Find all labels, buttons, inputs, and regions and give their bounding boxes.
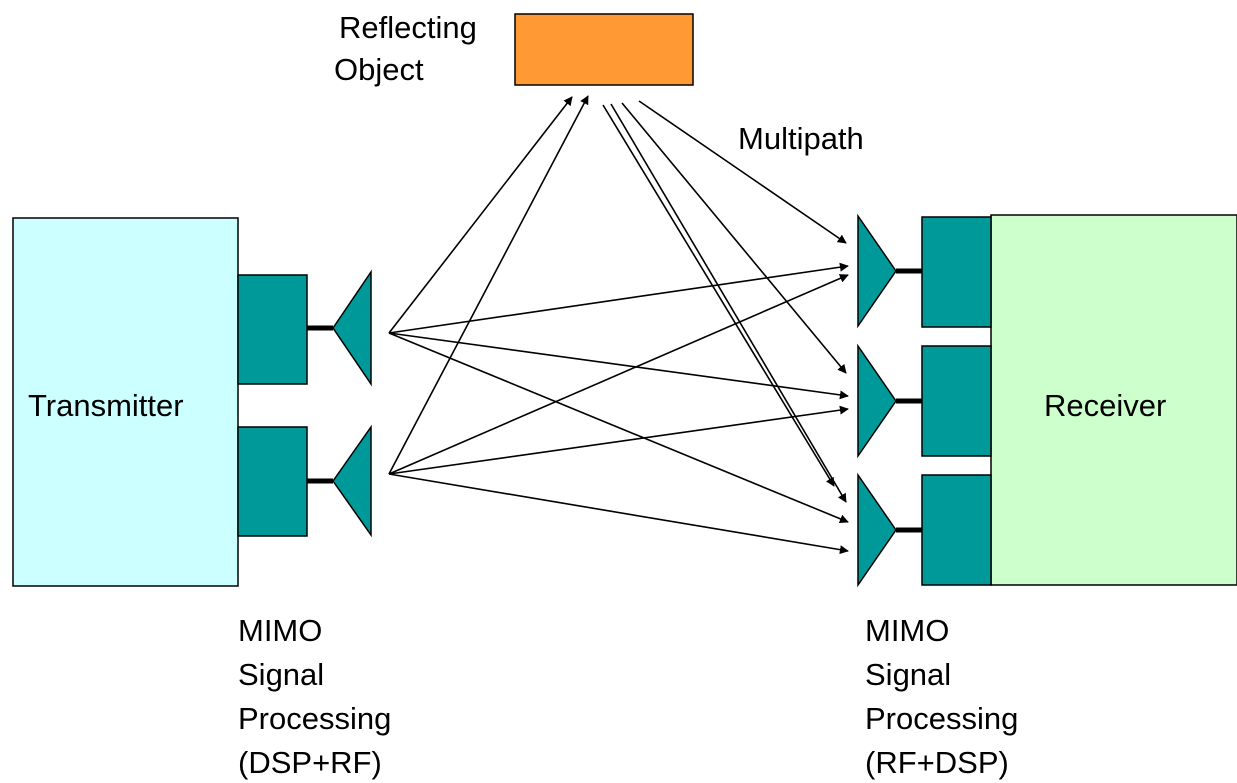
receiver-label: Receiver (1044, 388, 1166, 423)
path-tx1-rx2 (388, 332, 849, 400)
rx-antenna-1 (857, 213, 897, 329)
path-tx2-reflector (388, 95, 589, 475)
tx-rf-block-2 (237, 426, 308, 537)
rx-caption-line3: Processing (865, 701, 1018, 736)
rx-rf-block-2 (921, 345, 992, 457)
path-tx2-rx2 (388, 405, 849, 475)
path-tx1-reflector (388, 96, 573, 334)
rx-antenna-3 (857, 472, 897, 588)
transmitter-block (12, 217, 239, 587)
rx-caption-line2: Signal (865, 657, 951, 692)
rx-antenna-2 (857, 343, 897, 459)
tx-caption-line2: Signal (238, 657, 324, 692)
reflecting-object-box (514, 13, 694, 86)
multipath-to-rx3b (602, 104, 835, 487)
reflector-label-line1: Reflecting (339, 10, 477, 45)
transmitter-caption: MIMO Signal Processing (DSP+RF) (238, 613, 391, 780)
receiver-block (990, 214, 1237, 586)
tx-rf-block-1 (237, 274, 308, 385)
rx-rf-block-1 (921, 216, 992, 328)
path-tx1-rx1 (388, 262, 849, 334)
reflector-label-line2: Object (334, 52, 424, 87)
transmitter-label: Transmitter (28, 388, 184, 423)
multipath-to-rx3a (610, 103, 847, 503)
tx-antenna-2 (332, 424, 372, 538)
multipath-label: Multipath (738, 121, 864, 156)
multipath-to-rx1 (638, 100, 847, 244)
tx-caption-line4: (DSP+RF) (238, 745, 382, 780)
rx-rf-block-3 (921, 474, 992, 586)
rx-caption-line1: MIMO (865, 613, 949, 648)
path-tx1-rx3 (388, 332, 849, 524)
tx-caption-line3: Processing (238, 701, 391, 736)
tx-caption-line1: MIMO (238, 613, 322, 648)
path-tx2-rx3 (388, 473, 849, 555)
rx-caption-line4: (RF+DSP) (865, 745, 1009, 780)
multipath-to-rx2 (621, 102, 847, 374)
tx-antenna-1 (332, 269, 372, 387)
path-tx2-rx1 (388, 274, 849, 475)
receiver-caption: MIMO Signal Processing (RF+DSP) (865, 613, 1018, 780)
